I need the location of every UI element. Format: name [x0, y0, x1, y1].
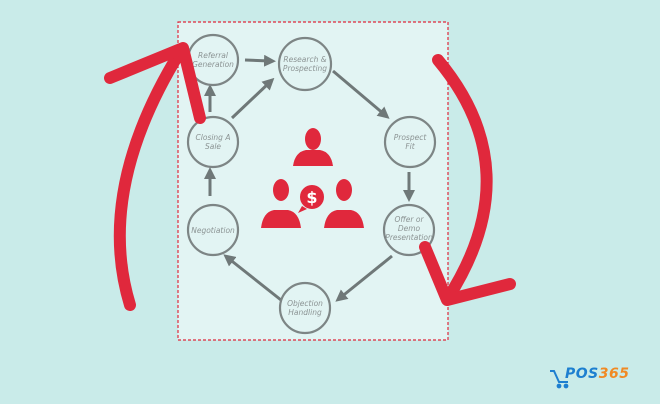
node-label: Sale	[205, 142, 221, 151]
cycle-arrow-left-head	[104, 42, 206, 124]
dollar-bubble-icon	[298, 183, 326, 213]
node-label: Demo	[398, 224, 421, 233]
node-label: Prospect	[394, 133, 428, 142]
dollar-symbol: $	[306, 188, 317, 207]
node-label: Presentation	[385, 233, 433, 242]
flow-arrows	[204, 54, 415, 302]
cycle-arrow-right-head	[419, 241, 516, 306]
node-label: Offer or	[394, 215, 424, 224]
node-negotiation	[186, 203, 240, 257]
node-label: Prospecting	[283, 64, 327, 73]
pos365-logo: POS365	[565, 366, 629, 382]
node-label: Research &	[283, 55, 326, 64]
cycle-arrow-right	[432, 54, 493, 304]
node-label: Generation	[192, 60, 234, 69]
person-icon-left	[261, 179, 301, 228]
arrow-offer-objection	[335, 254, 393, 302]
person-icon-right	[324, 179, 364, 228]
node-label: Negotiation	[191, 226, 235, 235]
dashed-panel	[177, 21, 449, 341]
logo-text-365: 365	[598, 366, 630, 382]
person-icon-top	[293, 128, 333, 166]
node-research	[277, 36, 333, 92]
node-objection	[278, 281, 332, 335]
node-offer	[382, 203, 436, 257]
logo-text-pos: POS	[565, 366, 599, 382]
node-label: Closing A	[196, 133, 231, 142]
arrow-referral-research	[244, 54, 276, 67]
node-label: Objection	[287, 299, 323, 308]
node-prospect	[383, 115, 437, 169]
cart-icon	[550, 370, 569, 389]
people-icon	[261, 128, 364, 228]
arrow-research-prospect	[332, 69, 390, 119]
node-label: Handling	[288, 308, 322, 317]
arrow-objection-negotiation	[223, 254, 282, 302]
node-label: Fit	[405, 142, 415, 151]
node-label: Referral	[198, 51, 229, 60]
arrow-closing-research	[230, 77, 275, 120]
cycle-arrow-left	[113, 46, 186, 311]
node-closing	[186, 115, 240, 169]
